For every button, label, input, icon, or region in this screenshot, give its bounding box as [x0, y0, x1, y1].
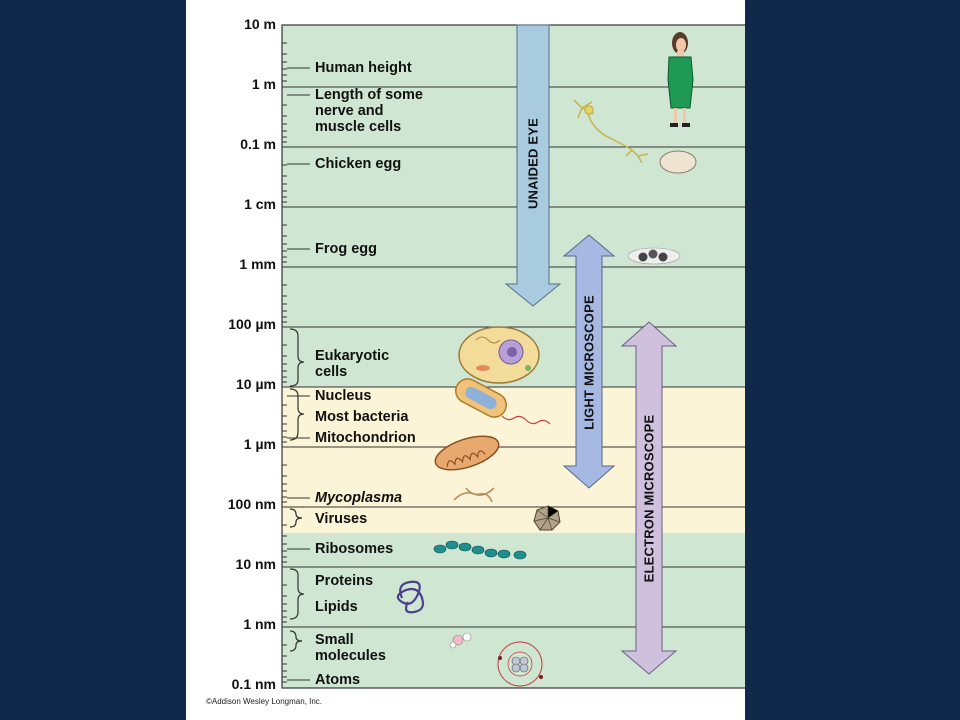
- axis-ticks: [282, 42, 287, 683]
- scale-label-1mm: 1 mm: [239, 256, 276, 272]
- scale-label-10nm: 10 nm: [235, 556, 276, 572]
- scale-label-100um: 100 µm: [228, 316, 276, 332]
- range-braces: [289, 328, 305, 652]
- scale-label-100nm: 100 nm: [227, 496, 276, 512]
- woman-figure-icon: [667, 32, 694, 127]
- label-mitochondrion: Mitochondrion: [315, 430, 416, 446]
- nerve-cell-icon: [573, 99, 649, 164]
- label-mycoplasma: Mycoplasma: [315, 490, 403, 506]
- light-microscope-label: LIGHT MICROSCOPE: [581, 295, 597, 430]
- copyright-notice: ©Addison Wesley Longman, Inc.: [206, 697, 323, 706]
- size-scale-diagram: [281, 24, 745, 689]
- virus-icon: [533, 505, 561, 531]
- label-small-line1: Small: [315, 632, 354, 648]
- scale-label-1nm: 1 nm: [243, 616, 276, 632]
- label-frog-egg: Frog egg: [315, 241, 378, 257]
- electron-microscope-arrow: [620, 321, 678, 675]
- label-nerve-line2: nerve and: [315, 103, 384, 119]
- bacteria-brace: [289, 388, 305, 441]
- scale-label-0.1m: 0.1 m: [240, 136, 276, 152]
- frog-eggs-icon: [627, 247, 681, 265]
- mycoplasma-icon: [453, 487, 495, 503]
- protein-icon: [396, 580, 425, 614]
- electron-microscope-label: ELECTRON MICROSCOPE: [641, 414, 657, 583]
- label-human-height: Human height: [315, 60, 412, 76]
- slide: 10 m 1 m 0.1 m 1 cm 1 mm 100 µm 10 µm 1 …: [186, 0, 745, 720]
- label-lipids: Lipids: [315, 599, 358, 615]
- label-eukaryotic-line2: cells: [315, 364, 348, 380]
- unaided-eye-arrow: [504, 24, 562, 307]
- proteins-brace: [289, 568, 305, 620]
- light-microscope-arrow: [562, 234, 616, 489]
- label-small-line2: molecules: [315, 648, 386, 664]
- label-viruses: Viruses: [315, 511, 368, 527]
- scale-label-1cm: 1 cm: [244, 196, 276, 212]
- small-molecules-brace: [289, 630, 303, 652]
- mitochondrion-icon: [434, 435, 500, 471]
- chicken-egg-icon: [659, 150, 697, 174]
- label-nerve-line3: muscle cells: [315, 119, 402, 135]
- eukaryotic-cell-icon: [458, 326, 540, 384]
- scale-label-10um: 10 µm: [236, 376, 276, 392]
- scale-label-10m: 10 m: [244, 16, 276, 32]
- label-nucleus: Nucleus: [315, 388, 372, 404]
- label-eukaryotic-line1: Eukaryotic: [315, 348, 390, 364]
- label-ribosomes: Ribosomes: [315, 541, 394, 557]
- ribosomes-icon: [433, 540, 527, 560]
- cream-band: [282, 387, 745, 533]
- scale-label-1um: 1 µm: [243, 436, 276, 452]
- label-nerve-line1: Length of some: [315, 87, 423, 103]
- unaided-eye-label: UNAIDED EYE: [525, 117, 541, 210]
- scale-label-0.1nm: 0.1 nm: [231, 676, 276, 692]
- label-atoms: Atoms: [315, 672, 361, 688]
- label-chicken-egg: Chicken egg: [315, 156, 402, 172]
- atom-icon: [497, 641, 543, 687]
- label-most-bacteria: Most bacteria: [315, 409, 409, 425]
- viruses-brace: [289, 508, 303, 528]
- scale-label-1m: 1 m: [251, 76, 276, 92]
- eukaryotic-brace: [289, 328, 305, 387]
- small-molecule-icon: [449, 632, 472, 649]
- label-proteins: Proteins: [315, 573, 374, 589]
- bacterium-icon: [455, 378, 551, 425]
- decade-lines: [282, 86, 745, 628]
